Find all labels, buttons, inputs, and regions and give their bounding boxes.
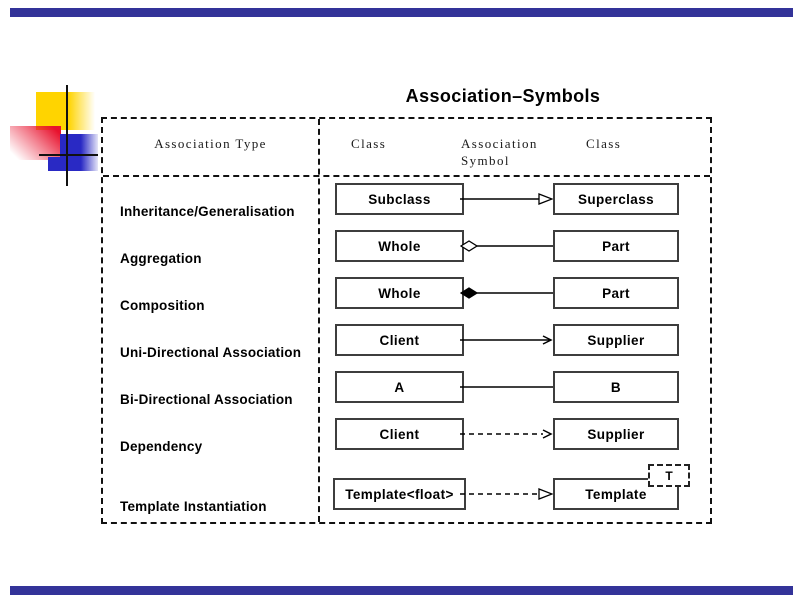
template-binding-dashed-triangle-arrow-icon [460, 488, 553, 500]
row-label: Dependency [120, 439, 203, 454]
dependency-dashed-arrow-icon [460, 429, 553, 439]
col-header-association-type: Association Type [154, 136, 267, 151]
class-box-b: B [553, 371, 679, 403]
class-box-template-float: Template<float> [333, 478, 466, 510]
bi-directional-line-icon [460, 386, 553, 388]
class-box-supplier: Supplier [553, 418, 679, 450]
uni-directional-arrow-icon [460, 335, 553, 345]
association-symbols-table: Association Type Class Association Symbo… [101, 117, 712, 524]
header-separator [103, 175, 710, 177]
class-box-subclass: Subclass [335, 183, 464, 215]
class-box-a: A [335, 371, 464, 403]
logo-yellow-square [36, 92, 95, 130]
class-box-client: Client [335, 324, 464, 356]
row-label: Aggregation [120, 251, 202, 266]
page-title: Association–Symbols [405, 86, 601, 106]
aggregation-hollow-diamond-icon [460, 240, 553, 252]
class-box-part: Part [553, 277, 679, 309]
row-label: Uni-Directional Association [120, 345, 302, 360]
logo-blue-square-step [48, 157, 61, 171]
row-label: Inheritance/Generalisation [120, 204, 295, 219]
logo-vertical-line [66, 85, 68, 186]
class-box-part: Part [553, 230, 679, 262]
row-label: Template Instantiation [120, 499, 267, 514]
class-box-supplier: Supplier [553, 324, 679, 356]
class-box-template: Template [553, 478, 679, 510]
template-parameter-box: T [648, 464, 690, 487]
row-label: Composition [120, 298, 205, 313]
row-label: Bi-Directional Association [120, 392, 293, 407]
class-box-superclass: Superclass [553, 183, 679, 215]
logo-horizontal-line [39, 154, 98, 156]
col-header-class-right: Class [586, 136, 622, 151]
class-box-client: Client [335, 418, 464, 450]
column-divider [318, 119, 320, 522]
composition-filled-diamond-icon [460, 287, 553, 299]
bottom-accent-bar [10, 586, 793, 595]
top-accent-bar [10, 8, 793, 17]
col-header-class-left: Class [351, 136, 387, 151]
class-box-whole: Whole [335, 277, 464, 309]
inheritance-hollow-triangle-arrow-icon [460, 193, 553, 205]
class-box-whole: Whole [335, 230, 464, 262]
col-header-association-symbol: Association Symbol [461, 136, 538, 168]
